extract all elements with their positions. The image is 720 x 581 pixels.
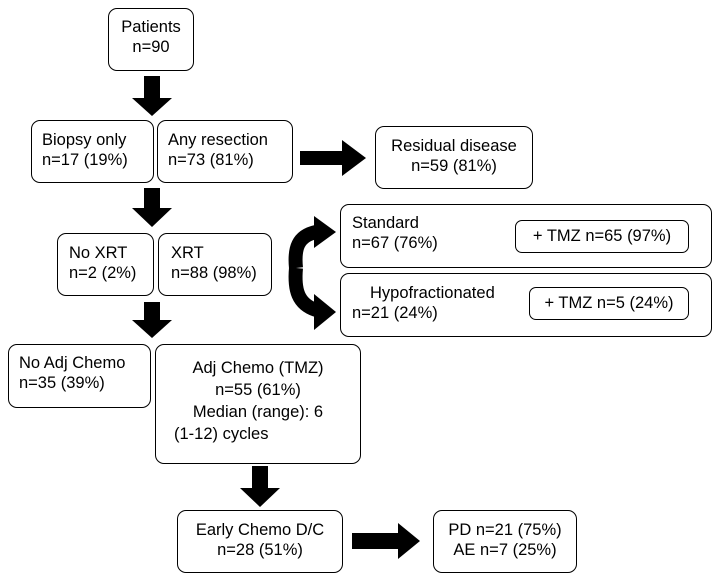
residual-box: Residual disease n=59 (81%) xyxy=(375,126,533,189)
no-adj-chemo-box: No Adj Chemo n=35 (39%) xyxy=(8,344,151,408)
no-adj-chemo-label: No Adj Chemo xyxy=(19,354,126,372)
standard-tmz-box: + TMZ n=65 (97%) xyxy=(515,220,689,253)
hypofractionated-count: n=21 (24%) xyxy=(352,304,438,322)
hypofractionated-tmz-label: + TMZ n=5 (24%) xyxy=(544,294,674,312)
resection-count: n=73 (81%) xyxy=(168,151,254,169)
standard-label: Standard xyxy=(352,214,419,232)
early-dc-count: n=28 (51%) xyxy=(217,541,303,559)
adj-chemo-median-label: Median (range): 6 xyxy=(192,403,324,421)
resection-box: Any resection n=73 (81%) xyxy=(157,120,293,183)
biopsy-box: Biopsy only n=17 (19%) xyxy=(31,120,154,183)
hypofractionated-label: Hypofractionated xyxy=(370,284,495,302)
arrow-right-icon xyxy=(300,140,366,176)
adj-chemo-median-range: (1-12) cycles xyxy=(174,425,269,443)
arrow-down-icon xyxy=(132,188,172,227)
early-dc-box: Early Chemo D/C n=28 (51%) xyxy=(177,510,343,573)
no-xrt-box: No XRT n=2 (2%) xyxy=(57,233,154,296)
arrow-head-icon xyxy=(314,216,336,248)
xrt-count: n=88 (98%) xyxy=(171,264,257,282)
discontinuation-reasons-box: PD n=21 (75%) AE n=7 (25%) xyxy=(433,510,577,573)
patients-label: Patients xyxy=(121,18,181,36)
xrt-box: XRT n=88 (98%) xyxy=(158,233,272,296)
arrow-down-icon xyxy=(132,76,172,116)
biopsy-label: Biopsy only xyxy=(42,131,127,149)
arrow-head-icon xyxy=(314,294,336,330)
pd-count: PD n=21 (75%) xyxy=(448,521,562,539)
residual-label: Residual disease xyxy=(391,137,517,155)
xrt-label: XRT xyxy=(171,244,204,262)
adj-chemo-box: Adj Chemo (TMZ) n=55 (61%) Median (range… xyxy=(155,344,361,464)
biopsy-count: n=17 (19%) xyxy=(42,151,128,169)
curved-arrow-up-icon xyxy=(288,225,319,269)
patients-count: n=90 xyxy=(132,38,170,56)
arrow-down-icon xyxy=(132,302,172,338)
arrow-right-icon xyxy=(352,523,420,559)
standard-count: n=67 (76%) xyxy=(352,234,438,252)
patients-box: Patients n=90 xyxy=(108,8,194,71)
no-xrt-count: n=2 (2%) xyxy=(69,264,137,282)
resection-label: Any resection xyxy=(168,131,268,149)
adj-chemo-label: Adj Chemo (TMZ) xyxy=(192,359,324,377)
adj-chemo-count: n=55 (61%) xyxy=(215,381,301,399)
residual-count: n=59 (81%) xyxy=(411,157,497,175)
hypofractionated-tmz-box: + TMZ n=5 (24%) xyxy=(529,287,689,320)
early-dc-label: Early Chemo D/C xyxy=(195,521,325,539)
curved-arrow-down-icon xyxy=(288,267,319,317)
ae-count: AE n=7 (25%) xyxy=(453,541,557,559)
arrow-down-icon xyxy=(240,466,280,507)
no-xrt-label: No XRT xyxy=(69,244,128,262)
no-adj-chemo-count: n=35 (39%) xyxy=(19,374,105,392)
standard-tmz-label: + TMZ n=65 (97%) xyxy=(532,227,672,245)
